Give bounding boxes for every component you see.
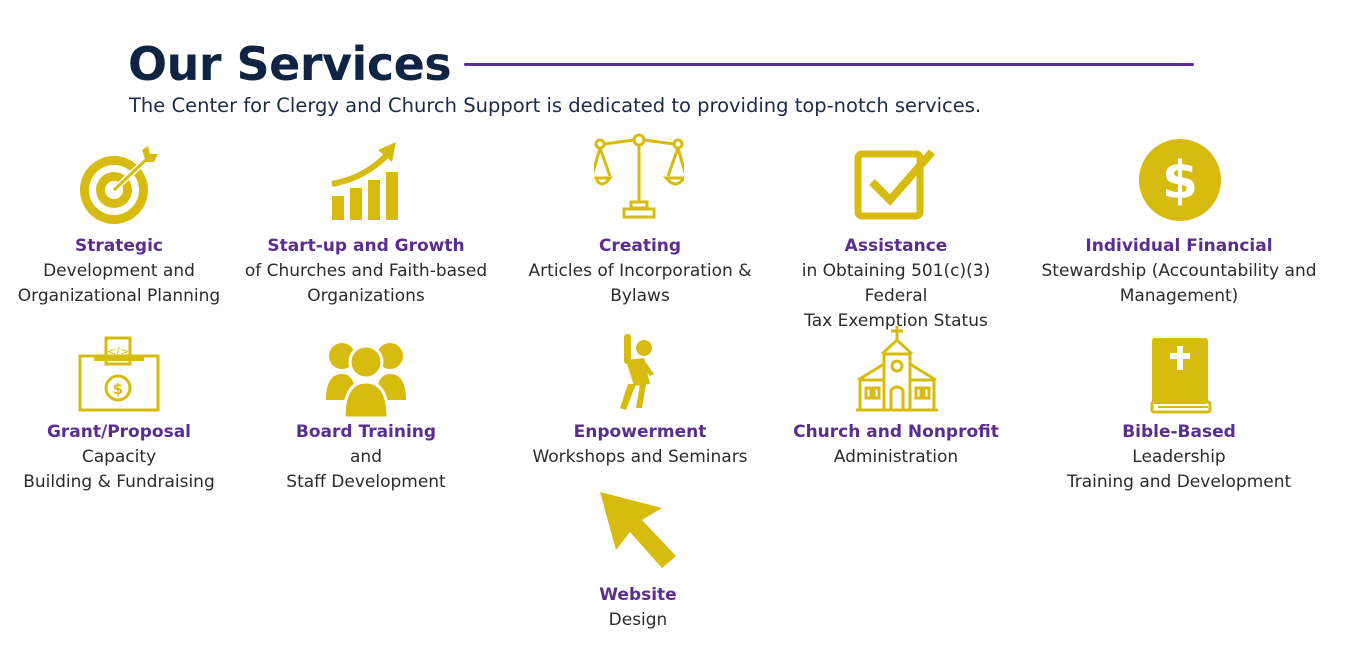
service-startup-growth: Start-up and Growth of Churches and Fait… xyxy=(238,138,494,318)
service-financial: $ Individual Financial Stewardship (Acco… xyxy=(1036,138,1322,318)
service-description: Capacity Building & Fundraising xyxy=(23,447,215,492)
svg-text:$: $ xyxy=(113,380,123,398)
empowerment-person-icon xyxy=(620,334,654,410)
service-heading: Enpowerment xyxy=(573,422,707,442)
service-church-admin: Church and Nonprofit Administration xyxy=(776,324,1016,474)
service-assistance: Assistance in Obtaining 501(c)(3) Federa… xyxy=(768,138,1024,331)
service-heading: Assistance xyxy=(844,236,948,256)
service-description: in Obtaining 501(c)(3) Federal Tax Exemp… xyxy=(801,261,991,331)
svg-text:$: $ xyxy=(1162,151,1198,211)
service-grant: </> $ Grant/Proposal Capacity Building &… xyxy=(10,336,228,496)
group-icon xyxy=(326,343,406,418)
page-title: Our Services xyxy=(128,37,452,91)
service-bible-based: Bible-Based Leadership Training and Deve… xyxy=(1044,336,1314,496)
service-heading: Website xyxy=(599,585,677,605)
service-website-design: Website Design xyxy=(560,490,716,636)
service-heading: Individual Financial xyxy=(1085,236,1273,256)
growth-chart-icon xyxy=(331,142,398,220)
dollar-coin-icon: $ xyxy=(1139,139,1221,221)
service-heading: Bible-Based xyxy=(1122,422,1236,442)
service-description: Workshops and Seminars xyxy=(532,447,748,467)
service-description: of Churches and Faith-based Organization… xyxy=(244,261,488,306)
service-heading: Grant/Proposal xyxy=(46,422,192,442)
target-icon xyxy=(80,146,158,224)
bible-icon xyxy=(1150,338,1212,414)
service-strategic: Strategic Development and Organizational… xyxy=(10,138,228,318)
service-heading: Board Training xyxy=(295,422,437,442)
service-description: Leadership Training and Development xyxy=(1066,447,1292,492)
service-heading: Church and Nonprofit xyxy=(793,422,999,442)
service-description: Articles of Incorporation & Bylaws xyxy=(528,261,752,306)
cursor-arrow-icon xyxy=(600,492,676,568)
service-heading: Strategic xyxy=(75,236,163,256)
service-description: Development and Organizational Planning xyxy=(17,261,221,306)
checkbox-icon xyxy=(854,149,936,220)
service-empowerment: Enpowerment Workshops and Seminars xyxy=(514,334,766,474)
service-description: Design xyxy=(608,610,668,630)
donation-box-icon: </> $ xyxy=(78,336,160,412)
scales-icon xyxy=(594,133,684,219)
service-description: Stewardship (Accountability and Manageme… xyxy=(1041,261,1317,306)
service-creating: Creating Articles of Incorporation & Byl… xyxy=(514,130,766,316)
page-subtitle: The Center for Clergy and Church Support… xyxy=(129,94,982,117)
service-board-training: Board Training and Staff Development xyxy=(238,336,494,496)
service-heading: Creating xyxy=(598,236,682,256)
service-description: Administration xyxy=(833,447,959,467)
service-description: and Staff Development xyxy=(286,447,446,492)
church-icon xyxy=(856,326,938,412)
title-divider xyxy=(464,63,1194,66)
service-heading: Start-up and Growth xyxy=(267,236,465,256)
